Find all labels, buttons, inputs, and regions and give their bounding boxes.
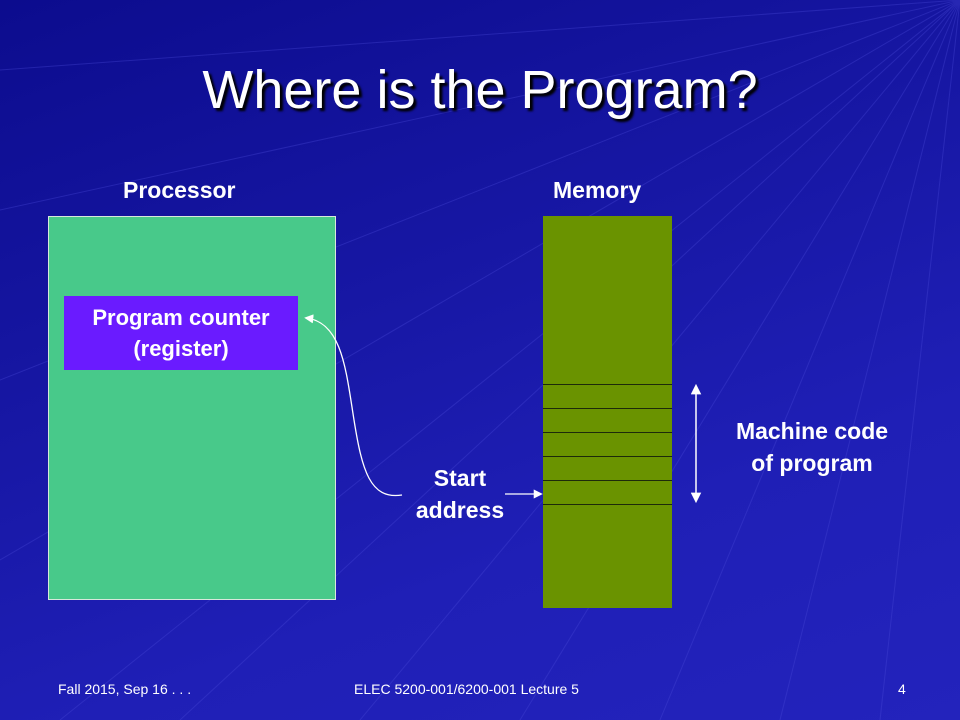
footer-course: ELEC 5200-001/6200-001 Lecture 5 [354, 681, 579, 697]
processor-heading: Processor [123, 177, 236, 203]
program-counter-register: Program counter (register) [64, 296, 298, 370]
footer-date: Fall 2015, Sep 16 . . . [58, 681, 192, 697]
footer-page-number: 4 [898, 681, 906, 697]
processor-block [48, 216, 336, 600]
memory-cell [543, 384, 672, 408]
memory-cell [543, 408, 672, 432]
memory-block [543, 216, 672, 608]
start-label: Start [433, 465, 487, 491]
machine-code-line: Machine code [735, 418, 889, 444]
machine-code-label: Machine code of program [712, 415, 912, 479]
address-label: address [415, 497, 505, 523]
memory-cell [543, 432, 672, 456]
slide-title: Where is the Program? [202, 60, 758, 120]
memory-heading: Memory [553, 177, 642, 203]
start-address-label: Start address [405, 462, 515, 526]
memory-cell [543, 504, 672, 528]
of-program-line: of program [751, 450, 873, 476]
memory-cell [543, 480, 672, 504]
register-label: (register) [133, 336, 229, 361]
start-to-pc-arrow [304, 314, 403, 497]
program-counter-label: Program counter [92, 305, 270, 330]
memory-cell [543, 456, 672, 480]
